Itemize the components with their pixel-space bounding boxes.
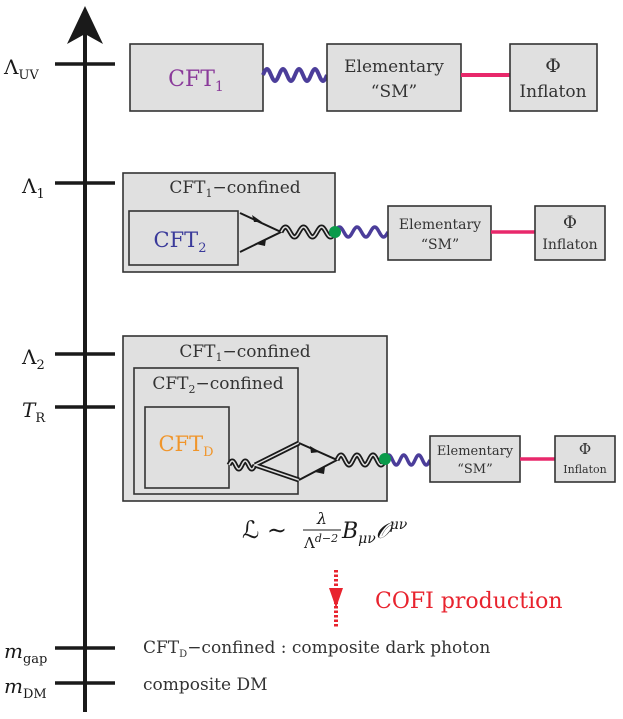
sm-label-line1: Elementary <box>344 57 444 77</box>
label-lambda-uv: ΛUV <box>3 55 39 83</box>
axis-arrow-icon <box>67 6 103 44</box>
cofi-label: COFI production <box>375 589 563 614</box>
composite-boson-line-inner <box>336 454 386 466</box>
inflaton-box <box>509 43 598 112</box>
cft1-confined-label: CFT1−confined <box>179 342 310 364</box>
label-mgap: mgap <box>4 639 47 667</box>
composite-boson-line-inner <box>280 226 336 238</box>
label-mdm: mDM <box>4 674 47 702</box>
cft1-confined-box <box>122 335 388 502</box>
mdm-description: composite DM <box>143 675 268 695</box>
phi-label: Φ <box>545 55 561 77</box>
cft2-label: CFT2 <box>154 228 207 256</box>
row-lambda2: CFT1−confined CFT2−confined CFTD Element… <box>122 335 616 502</box>
gauge-boson-line <box>261 66 329 84</box>
row-uv: CFT1 Elementary “SM” Φ Inflaton <box>129 43 598 112</box>
sm-label-line2: “SM” <box>371 82 417 102</box>
cftd-label: CFTD <box>158 432 213 460</box>
inflaton-label: Inflaton <box>542 237 597 253</box>
lagrangian-denominator: Λd−2 <box>303 532 338 552</box>
cft1-label: CFT1 <box>168 67 224 95</box>
arrow-icon <box>252 215 262 222</box>
sm-label-line2: “SM” <box>457 462 493 477</box>
inflaton-box <box>534 205 606 261</box>
cft2-confined-box <box>133 367 299 495</box>
inflaton-label: Inflaton <box>563 463 606 476</box>
phi-label: Φ <box>579 440 591 458</box>
cft2-box <box>128 210 239 266</box>
gauge-boson-line <box>333 225 390 239</box>
label-lambda-2: Λ2 <box>21 345 45 373</box>
arrow-icon <box>256 239 266 246</box>
sm-label-line1: Elementary <box>399 217 481 233</box>
cft2-confined-label: CFT2−confined <box>152 374 283 396</box>
cft1-confined-box <box>122 172 336 273</box>
sm-label-line2: “SM” <box>421 237 459 253</box>
cft1-box <box>129 43 264 112</box>
composite-fermion-loop-inner <box>254 442 300 481</box>
lagrangian-formula: ℒ ∼ λ Λd−2 Bμν𝒪μν <box>242 509 408 552</box>
inflaton-label: Inflaton <box>519 82 586 102</box>
inflaton-box <box>554 435 616 483</box>
arrow-icon <box>315 467 325 474</box>
cftd-box <box>144 406 230 489</box>
label-tr: TR <box>22 398 46 426</box>
cft1-confined-label: CFT1−confined <box>169 178 300 200</box>
label-lambda-1: Λ1 <box>21 174 45 202</box>
composite-boson-line-inner <box>228 460 256 470</box>
phi-label: Φ <box>563 213 577 233</box>
row-lambda1: CFT1−confined CFT2 Elementary “SM” Φ Inf… <box>122 172 606 273</box>
mixing-vertex <box>379 453 391 465</box>
axis-ticks <box>55 62 115 685</box>
elementary-sm-box <box>326 43 462 112</box>
arrow-icon <box>310 446 320 453</box>
mgap-description: CFTD−confined : composite dark photon <box>143 638 490 660</box>
arrow-down-icon <box>329 588 343 608</box>
lagrangian-numerator: λ <box>316 509 327 528</box>
elementary-sm-box <box>429 435 521 483</box>
gauge-boson-line <box>383 453 432 467</box>
elementary-sm-box <box>387 205 492 261</box>
mixing-vertex <box>329 226 341 238</box>
sm-label-line1: Elementary <box>437 444 514 459</box>
lagrangian-rhs: Bμν𝒪μν <box>341 517 408 547</box>
lagrangian-lhs: ℒ ∼ <box>242 516 287 544</box>
